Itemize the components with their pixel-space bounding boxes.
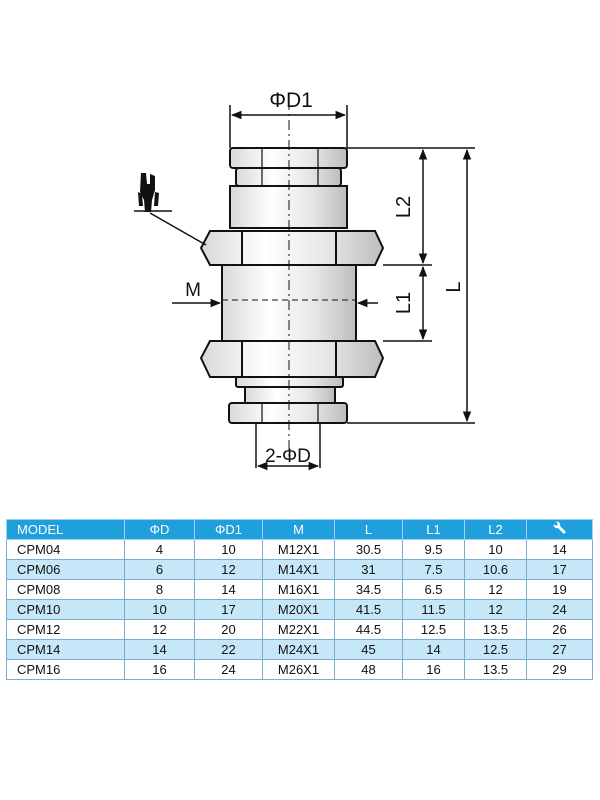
m-label: M xyxy=(185,280,201,301)
header-l1: L1 xyxy=(402,519,465,540)
cell-l1: 12.5 xyxy=(402,619,465,640)
cell-d: 4 xyxy=(124,539,195,560)
header-d: ΦD xyxy=(124,519,195,540)
header-l2: L2 xyxy=(464,519,527,540)
cell-l: 45 xyxy=(334,639,403,660)
cell-model: CPM10 xyxy=(6,599,125,620)
cell-d1: 20 xyxy=(194,619,263,640)
wrench-callout xyxy=(134,210,207,246)
cell-m: M16X1 xyxy=(262,579,335,600)
cell-l1: 14 xyxy=(402,639,465,660)
cell-l2: 10 xyxy=(464,539,527,560)
cell-d: 16 xyxy=(124,659,195,680)
cell-l1: 9.5 xyxy=(402,539,465,560)
cell-d: 8 xyxy=(124,579,195,600)
cell-d1: 14 xyxy=(194,579,263,600)
cell-l1: 6.5 xyxy=(402,579,465,600)
cell-model: CPM06 xyxy=(6,559,125,580)
cell-m: M14X1 xyxy=(262,559,335,580)
d1-dimension xyxy=(229,105,348,148)
header-l: L xyxy=(334,519,403,540)
cell-model: CPM08 xyxy=(6,579,125,600)
header-d1: ΦD1 xyxy=(194,519,263,540)
cell-m: M26X1 xyxy=(262,659,335,680)
cell-d1: 10 xyxy=(194,539,263,560)
cell-m: M24X1 xyxy=(262,639,335,660)
cell-m: M12X1 xyxy=(262,539,335,560)
cell-wrench-size: 29 xyxy=(526,659,593,680)
l1-label: L1 xyxy=(393,292,415,314)
cell-d1: 12 xyxy=(194,559,263,580)
header-wrench xyxy=(526,519,593,540)
cell-l2: 12 xyxy=(464,599,527,620)
cell-wrench-size: 26 xyxy=(526,619,593,640)
cell-m: M20X1 xyxy=(262,599,335,620)
wrench-icon xyxy=(138,173,159,212)
cell-d: 12 xyxy=(124,619,195,640)
cell-d1: 22 xyxy=(194,639,263,660)
cell-l2: 12.5 xyxy=(464,639,527,660)
cell-l1: 16 xyxy=(402,659,465,680)
cell-l: 31 xyxy=(334,559,403,580)
cell-l1: 11.5 xyxy=(402,599,465,620)
header-model: MODEL xyxy=(6,519,125,540)
header-m: M xyxy=(262,519,335,540)
cell-l1: 7.5 xyxy=(402,559,465,580)
cell-model: CPM14 xyxy=(6,639,125,660)
d1-label: ΦD1 xyxy=(269,89,313,112)
cell-wrench-size: 27 xyxy=(526,639,593,660)
cell-l2: 13.5 xyxy=(464,619,527,640)
cell-l2: 10.6 xyxy=(464,559,527,580)
inner-bore xyxy=(261,148,319,423)
cell-wrench-size: 19 xyxy=(526,579,593,600)
cell-l: 44.5 xyxy=(334,619,403,640)
length-dimensions xyxy=(347,147,475,424)
l-label: L xyxy=(443,281,465,292)
d-dimension xyxy=(255,423,321,471)
cell-l2: 12 xyxy=(464,579,527,600)
cell-l: 34.5 xyxy=(334,579,403,600)
cell-model: CPM04 xyxy=(6,539,125,560)
fitting-body xyxy=(199,147,385,424)
cell-d: 14 xyxy=(124,639,195,660)
cell-d: 6 xyxy=(124,559,195,580)
cell-d1: 24 xyxy=(194,659,263,680)
cell-l: 30.5 xyxy=(334,539,403,560)
cell-model: CPM12 xyxy=(6,619,125,640)
fitting-drawing: ΦD1 L2 L1 L M 2-ΦD xyxy=(134,89,475,471)
cell-l2: 13.5 xyxy=(464,659,527,680)
cell-l: 48 xyxy=(334,659,403,680)
wrench-icon xyxy=(553,521,566,534)
cell-d: 10 xyxy=(124,599,195,620)
cell-m: M22X1 xyxy=(262,619,335,640)
table-header-row: MODEL ΦD ΦD1 M L L1 L2 xyxy=(6,519,593,540)
d-label: 2-ΦD xyxy=(265,446,311,467)
cell-d1: 17 xyxy=(194,599,263,620)
cell-wrench-size: 14 xyxy=(526,539,593,560)
l2-label: L2 xyxy=(393,196,415,218)
cell-wrench-size: 24 xyxy=(526,599,593,620)
cell-model: CPM16 xyxy=(6,659,125,680)
cell-l: 41.5 xyxy=(334,599,403,620)
cell-wrench-size: 17 xyxy=(526,559,593,580)
